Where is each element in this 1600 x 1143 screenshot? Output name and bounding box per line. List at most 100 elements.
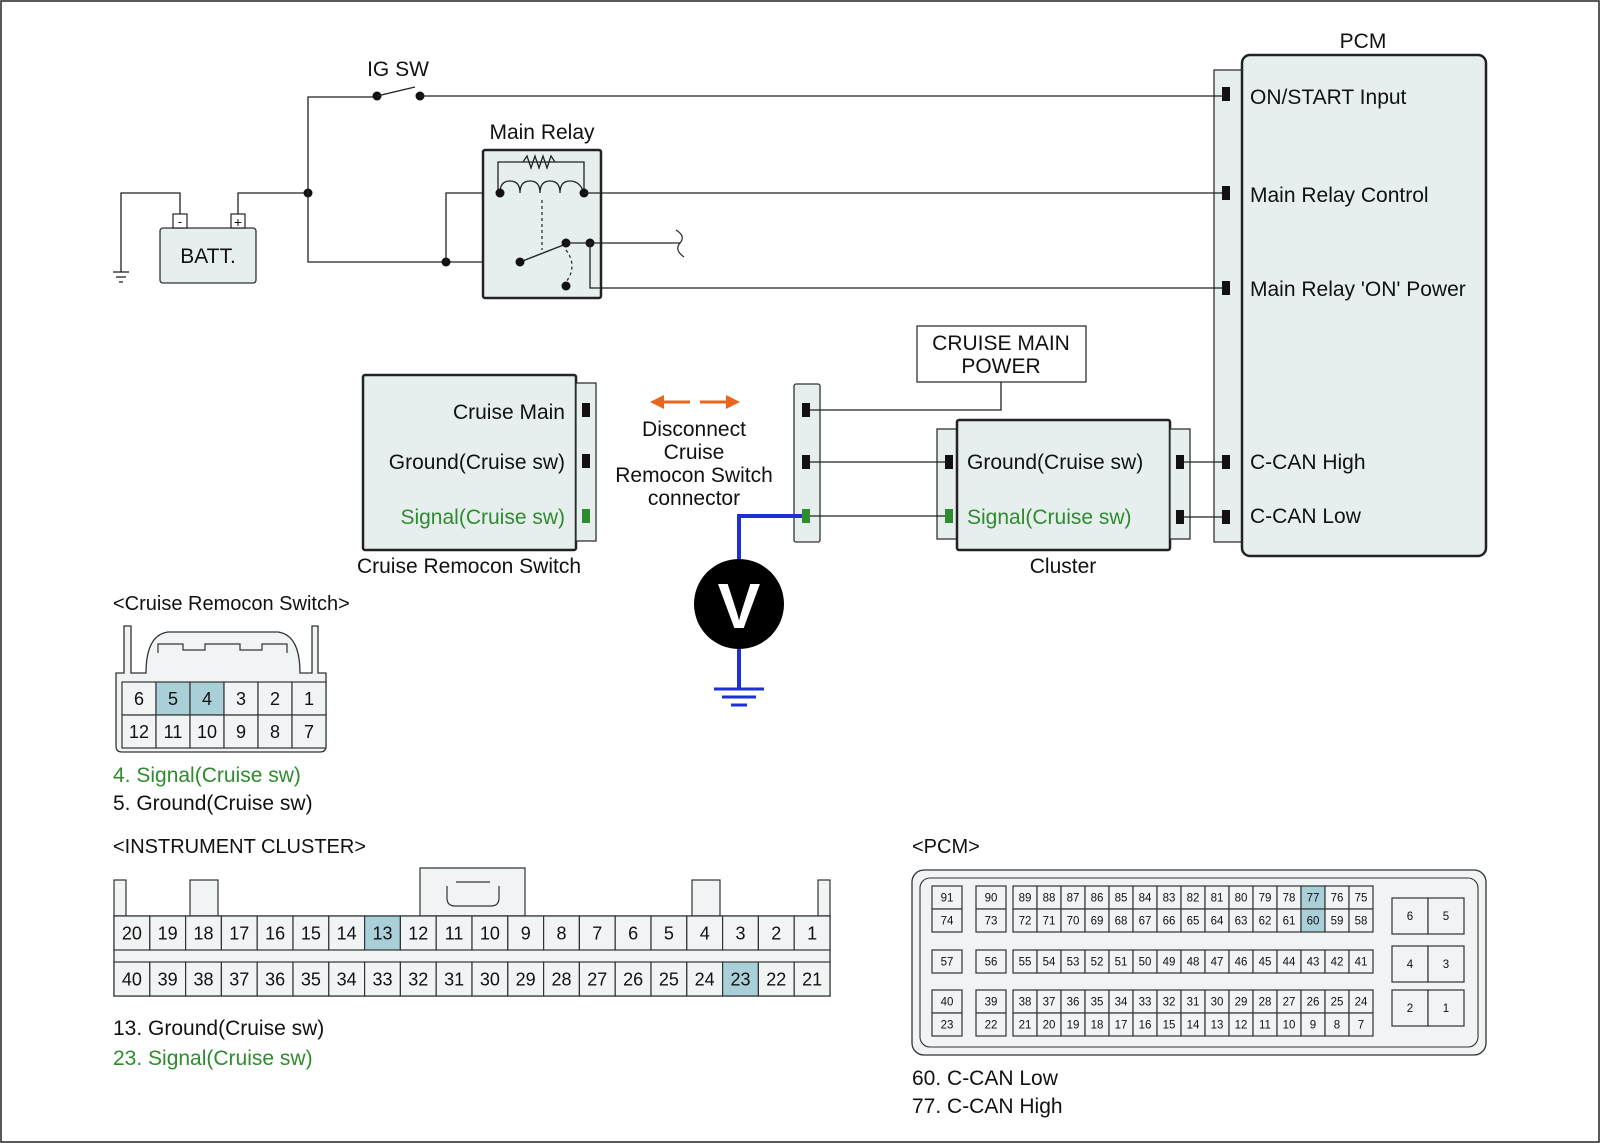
pin-cell: 70 bbox=[1060, 908, 1086, 933]
relay-coil-terminal-a bbox=[495, 188, 505, 198]
cruise-main-power-line-1: CRUISE MAIN bbox=[932, 332, 1070, 355]
disconnect-line-3: Remocon Switch bbox=[615, 464, 773, 487]
pin-number: 66 bbox=[1163, 916, 1176, 928]
pin-number: 24 bbox=[1355, 997, 1368, 1009]
pin-cell: 1 bbox=[291, 681, 327, 716]
cluster-module: Ground(Cruise sw) Signal(Cruise sw) Clus… bbox=[810, 418, 1222, 578]
pin-cell-box bbox=[291, 714, 327, 749]
pin-cell-box bbox=[1348, 1012, 1374, 1037]
cruise-remocon-switch: Cruise Main Ground(Cruise sw) Signal(Cru… bbox=[357, 373, 597, 578]
cruise-main-power-wire bbox=[810, 382, 1002, 411]
pin-cell-box bbox=[931, 949, 963, 974]
ig-feed-wire bbox=[307, 96, 376, 193]
pin-cell: 14 bbox=[1180, 1012, 1206, 1037]
remocon-connector-title: <Cruise Remocon Switch> bbox=[113, 593, 350, 615]
pin-number: 40 bbox=[941, 997, 954, 1009]
pin-cell: 39 bbox=[975, 989, 1007, 1014]
pin-cell: 62 bbox=[1252, 908, 1278, 933]
pin-cell: 25 bbox=[650, 961, 688, 997]
pin-cell: 56 bbox=[975, 949, 1007, 974]
pin-cell: 22 bbox=[975, 1012, 1007, 1037]
pin-cell: 10 bbox=[189, 714, 225, 749]
pin-number: 26 bbox=[1307, 997, 1320, 1009]
pin-cell: 9 bbox=[507, 915, 545, 951]
pin-cell: 31 bbox=[1180, 989, 1206, 1014]
pin-number: 64 bbox=[1211, 916, 1224, 928]
pin-cell-box bbox=[686, 915, 724, 951]
pin-cell: 57 bbox=[931, 949, 963, 974]
pin-cell: 30 bbox=[471, 961, 509, 997]
remocon-term-signal bbox=[582, 509, 590, 523]
pin-number: 2 bbox=[1407, 1003, 1413, 1015]
pin-cell: 58 bbox=[1348, 908, 1374, 933]
pin-cell-box bbox=[578, 915, 616, 951]
pin-number: 30 bbox=[1211, 997, 1224, 1009]
pin-cell: 23 bbox=[931, 1012, 963, 1037]
pin-cell-box bbox=[793, 961, 831, 997]
pin-number: 14 bbox=[337, 923, 357, 943]
pin-number: 4 bbox=[202, 689, 212, 709]
pin-number: 35 bbox=[301, 969, 321, 989]
battery-plus-sign: + bbox=[234, 214, 242, 230]
pin-cell-box bbox=[975, 1012, 1007, 1037]
remocon-term-cruise-main bbox=[582, 403, 590, 417]
pin-number: 27 bbox=[587, 969, 607, 989]
relay-contact-nc bbox=[561, 281, 571, 291]
pcm-pin-can-low: C-CAN Low bbox=[1250, 505, 1362, 528]
pin-cell: 24 bbox=[686, 961, 724, 997]
pin-cell-box bbox=[121, 714, 157, 749]
pin-number: 23 bbox=[730, 969, 750, 989]
pin-cell: 15 bbox=[1156, 1012, 1182, 1037]
pcm-legend-can-low: 60. C-CAN Low bbox=[912, 1067, 1059, 1090]
pin-cell: 6 bbox=[1391, 897, 1429, 935]
pin-number: 11 bbox=[1259, 1020, 1271, 1032]
pin-cell-box bbox=[149, 915, 187, 951]
pin-number: 39 bbox=[985, 997, 998, 1009]
pin-number: 7 bbox=[1358, 1020, 1364, 1032]
pin-number: 22 bbox=[985, 1020, 998, 1032]
relay-contact-dotted bbox=[565, 249, 573, 283]
pin-cell: 88 bbox=[1036, 885, 1062, 910]
pin-cell: 84 bbox=[1132, 885, 1158, 910]
pin-number: 57 bbox=[941, 957, 954, 969]
pin-cell: 39 bbox=[149, 961, 187, 997]
pin-cell: 65 bbox=[1180, 908, 1206, 933]
pin-cell-box bbox=[1427, 897, 1465, 935]
pin-number: 17 bbox=[229, 923, 249, 943]
pin-cell: 28 bbox=[542, 961, 580, 997]
pin-number: 47 bbox=[1211, 957, 1224, 969]
pin-cell: 89 bbox=[1012, 885, 1038, 910]
cluster-legend-signal: 23. Signal(Cruise sw) bbox=[113, 1047, 313, 1070]
pin-cell: 1 bbox=[1427, 989, 1465, 1027]
pin-number: 13 bbox=[372, 923, 392, 943]
pin-cell: 76 bbox=[1324, 885, 1350, 910]
pin-number: 40 bbox=[122, 969, 142, 989]
pin-number: 9 bbox=[521, 923, 531, 943]
pin-number: 70 bbox=[1067, 916, 1080, 928]
pin-number: 8 bbox=[1334, 1020, 1340, 1032]
pin-cell: 17 bbox=[1108, 1012, 1134, 1037]
pin-cell: 10 bbox=[1276, 1012, 1302, 1037]
pin-number: 33 bbox=[1139, 997, 1152, 1009]
pin-cell: 7 bbox=[578, 915, 616, 951]
pin-cell: 2 bbox=[757, 915, 795, 951]
pin-cell: 81 bbox=[1204, 885, 1230, 910]
remocon-title: Cruise Remocon Switch bbox=[357, 555, 581, 578]
pin-number: 45 bbox=[1259, 957, 1272, 969]
pin-cell: 26 bbox=[614, 961, 652, 997]
pin-number: 9 bbox=[236, 722, 246, 742]
pin-cell: 19 bbox=[1060, 1012, 1086, 1037]
pin-cell: 37 bbox=[1036, 989, 1062, 1014]
pin-cell: 15 bbox=[292, 915, 330, 951]
pin-number: 58 bbox=[1355, 916, 1368, 928]
pin-cell: 16 bbox=[1132, 1012, 1158, 1037]
pcm-pin-relay-on-power: Main Relay 'ON' Power bbox=[1250, 278, 1466, 301]
pin-cell: 40 bbox=[113, 961, 151, 997]
pin-cell: 30 bbox=[1204, 989, 1230, 1014]
pin-number: 7 bbox=[592, 923, 602, 943]
pin-number: 6 bbox=[628, 923, 638, 943]
pin-cell: 77 bbox=[1300, 885, 1326, 910]
pin-number: 75 bbox=[1355, 893, 1368, 905]
pin-number: 38 bbox=[1019, 997, 1032, 1009]
